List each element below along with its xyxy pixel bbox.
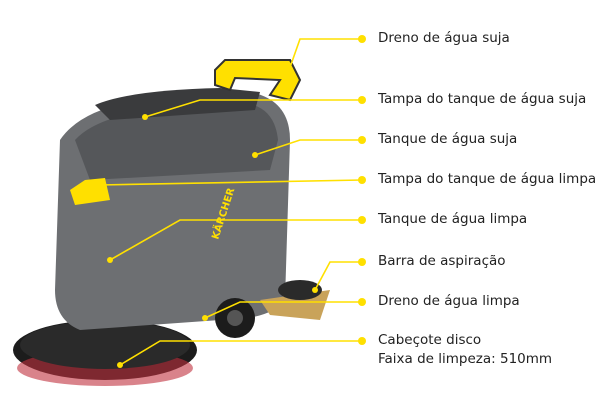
label-dirty-tank: Tanque de água suja	[378, 131, 518, 147]
label-cleaning-width: Faixa de limpeza: 510mm	[378, 351, 553, 367]
label-dirty-water-drain: Dreno de água suja	[378, 30, 510, 46]
label-clean-tank: Tanque de água limpa	[378, 211, 528, 227]
handle	[214, 59, 302, 102]
dirty-tank-lid	[95, 88, 260, 120]
label-suction-bar: Barra de aspiração	[378, 253, 506, 269]
callout-dots	[97, 35, 366, 368]
label-clean-tank-lid: Tampa do tanque de água limpa	[378, 171, 597, 187]
label-clean-water-drain: Dreno de água limpa	[378, 293, 520, 309]
label-dirty-tank-lid: Tampa do tanque de água suja	[378, 91, 587, 107]
label-disc-head: Cabeçote disco	[378, 332, 482, 348]
